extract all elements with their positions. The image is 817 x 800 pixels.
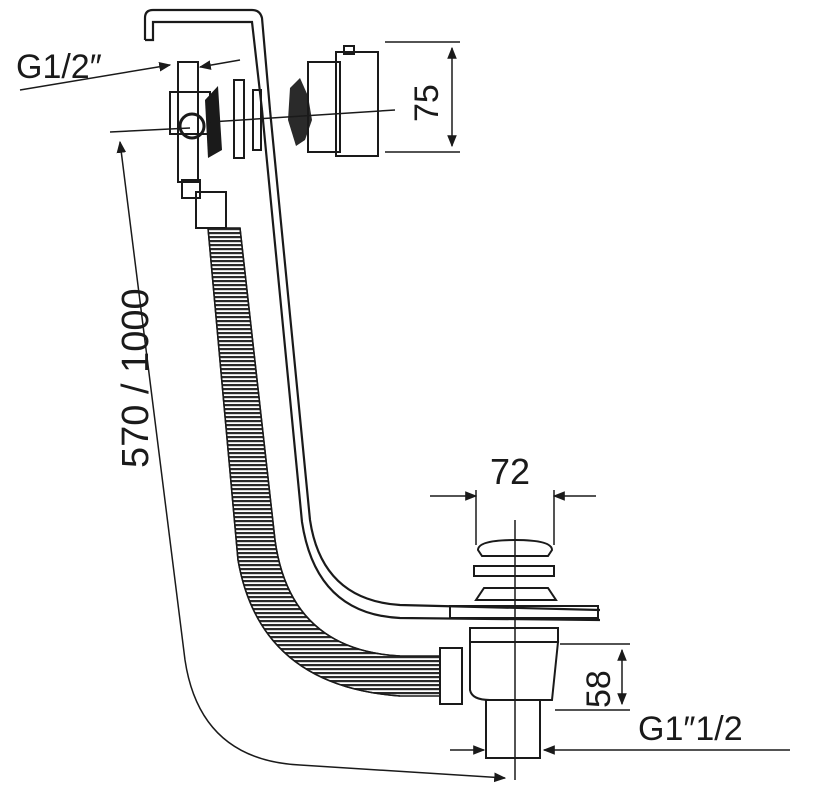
cable-length-label: 570 / 1000 (115, 288, 157, 468)
outlet-thread-label: G1″1/2 (638, 710, 743, 748)
waste-diameter-label: 72 (490, 451, 530, 492)
waste-valve (439, 520, 599, 780)
inlet-thread-label: G1/2″ (16, 48, 102, 86)
dimension-lines (19, 41, 790, 783)
overflow-height-label: 75 (408, 84, 446, 122)
waste-height-label: 58 (580, 670, 618, 708)
